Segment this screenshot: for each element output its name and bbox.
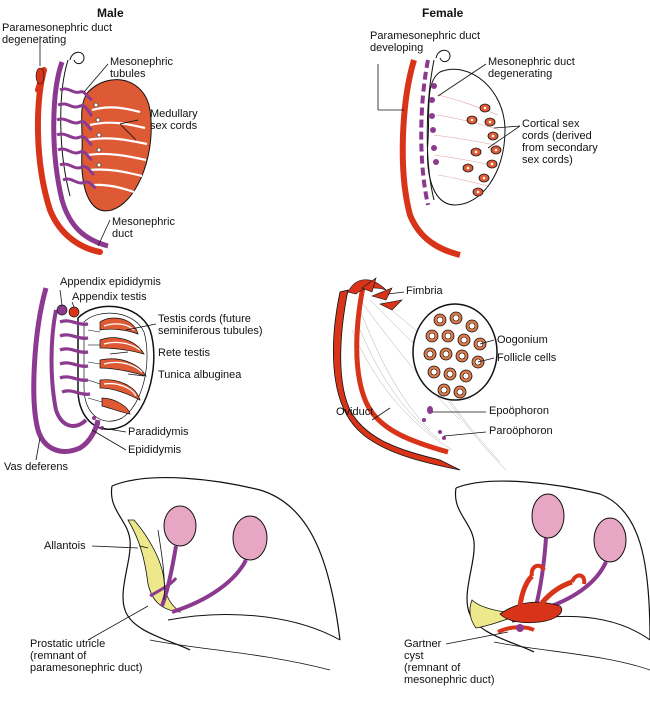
uterus	[499, 601, 563, 624]
label-gartner-cyst: Gartner cyst (remnant of mesonephric duc…	[404, 638, 495, 686]
appendix-testis	[68, 306, 80, 318]
header-male: Male	[97, 6, 124, 20]
paramesonephric-duct-female	[399, 59, 461, 258]
label-appendix-testis: Appendix testis	[72, 291, 147, 303]
ovary-left	[531, 493, 565, 539]
label-prostatic-utricle: Prostatic utricle (remnant of paramesone…	[30, 638, 143, 674]
label-testis-cords: Testis cords (future seminiferous tubule…	[158, 313, 263, 337]
label-medullary-sex-cords: Medullary sex cords	[150, 108, 198, 132]
ovary-primordium	[426, 68, 506, 206]
label-paroophoron: Paroöphoron	[489, 425, 553, 437]
fimbria	[347, 277, 403, 311]
female-pelvis	[445, 480, 650, 671]
female-body-outline	[454, 480, 650, 653]
testis-left	[163, 505, 197, 547]
male-body-outline	[110, 476, 341, 651]
header-female: Female	[422, 6, 464, 20]
label-allantois: Allantois	[44, 540, 86, 552]
female-indifferent-gonad	[377, 49, 521, 258]
male-adult-testis	[31, 287, 157, 461]
label-paradidymis: Paradidymis	[128, 426, 189, 438]
label-appendix-epididymis: Appendix epididymis	[60, 276, 161, 288]
label-paramesonephric-degenerating: Paramesonephric duct degenerating	[2, 22, 113, 46]
label-paramesonephric-developing: Paramesonephric duct developing	[370, 30, 481, 54]
label-cortical-sex-cords: Cortical sex cords (derived from seconda…	[522, 118, 598, 166]
mesonephric-duct-female	[419, 59, 430, 206]
label-fimbria: Fimbria	[406, 285, 443, 297]
label-vas-deferens: Vas deferens	[4, 461, 69, 473]
label-rete-testis: Rete testis	[158, 347, 210, 359]
label-mesonephric-tubules: Mesonephric tubules	[110, 56, 173, 80]
label-mesonephric-duct-male: Mesonephric duct	[112, 216, 175, 240]
urogenital-sinus-female	[469, 599, 521, 629]
label-mesonephric-degenerating: Mesonephric duct degenerating	[488, 56, 575, 80]
male-pelvis	[87, 476, 341, 671]
label-tunica-albuginea: Tunica albuginea	[158, 369, 242, 381]
appendix-epididymis	[56, 304, 68, 316]
testis-right	[232, 515, 268, 561]
female-adult-ovary	[332, 277, 507, 471]
label-oviduct: Oviduct	[336, 406, 374, 418]
label-epoophoron: Epoöphoron	[489, 405, 549, 417]
ovary-right	[593, 517, 627, 563]
label-oogonium: Oogonium	[497, 334, 548, 346]
mesonephric-duct-male	[51, 61, 109, 249]
vas-deferens	[31, 287, 101, 454]
label-epididymis: Epididymis	[128, 444, 182, 456]
urogenital-sinus-male	[127, 519, 182, 613]
testis-primordium	[81, 79, 152, 212]
label-follicle-cells: Follicle cells	[497, 352, 557, 364]
oviduct	[332, 289, 461, 471]
male-indifferent-gonad	[34, 36, 152, 255]
